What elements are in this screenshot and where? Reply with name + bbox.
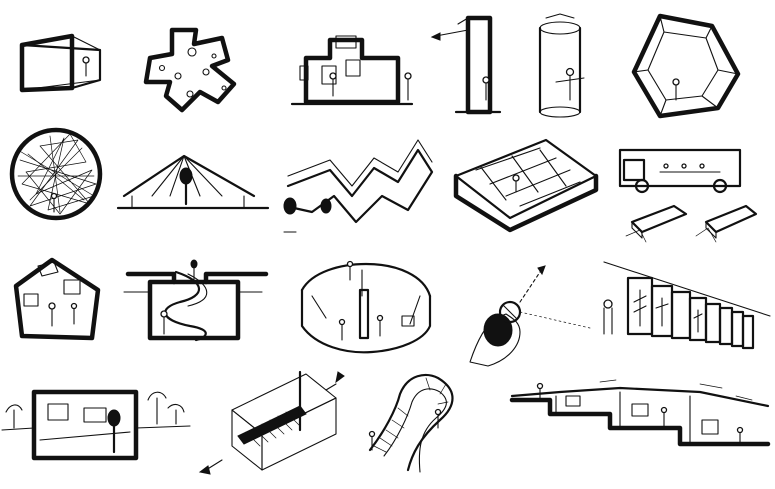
terrace-section-icon [509, 379, 771, 447]
tower-arrow-icon [430, 15, 502, 115]
cylinder-icon [538, 13, 585, 118]
maze-icon [453, 138, 599, 233]
loop-bridge-icon [368, 374, 454, 473]
spiral-stair-icon [123, 259, 269, 342]
perspective-box-frame-icon [19, 33, 102, 93]
hand-object-icon [469, 265, 591, 367]
truck-icon [618, 148, 758, 243]
curved-wall-icon [300, 260, 432, 354]
folding-wall-icon [283, 139, 434, 233]
pentagon-icon [13, 257, 101, 341]
cross-section-icon [290, 35, 414, 106]
tent-icon [116, 154, 270, 210]
wireframe-polyhedron-icon [631, 13, 741, 119]
star-plan-icon [143, 27, 237, 113]
stair-box-icon [198, 370, 345, 475]
scribbled-circle-icon [9, 127, 103, 221]
panel-row-icon [603, 261, 771, 350]
window-frame-icon [1, 389, 191, 461]
